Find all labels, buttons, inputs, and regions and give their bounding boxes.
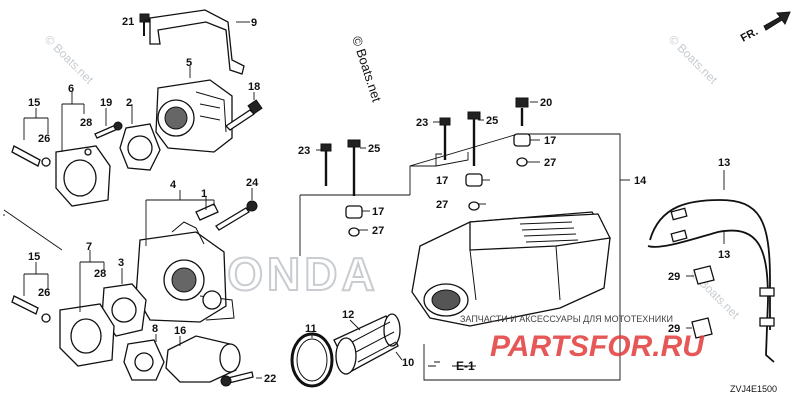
callout-26-lower: 26 bbox=[38, 287, 50, 299]
throttle-body-lower-group bbox=[3, 200, 258, 387]
collar-27c bbox=[516, 157, 528, 167]
callout-19: 19 bbox=[100, 97, 112, 109]
front-label: FR. bbox=[739, 26, 760, 45]
callout-26-upper: 26 bbox=[38, 133, 50, 145]
callout-16: 16 bbox=[174, 325, 186, 337]
boats-watermark-right: © Boats.net bbox=[666, 32, 721, 87]
callout-28-upper: 28 bbox=[80, 117, 92, 129]
bolt-24 bbox=[215, 207, 250, 231]
grommet-17b bbox=[345, 205, 363, 219]
callout-9: 9 bbox=[251, 17, 257, 29]
callout-17-right: 17 bbox=[544, 135, 556, 147]
sensor-15-lower bbox=[11, 295, 39, 315]
front-direction-indicator: FR. bbox=[739, 11, 791, 45]
callout-21: 21 bbox=[122, 16, 134, 28]
callout-18: 18 bbox=[248, 81, 260, 93]
callout-27-mid: 27 bbox=[436, 199, 448, 211]
bolt-22 bbox=[227, 371, 254, 384]
clip-29b bbox=[691, 317, 713, 339]
grommet-17c bbox=[513, 133, 531, 147]
elbow-16 bbox=[165, 335, 237, 383]
callout-10: 10 bbox=[402, 357, 414, 369]
clamp-11 bbox=[290, 332, 334, 388]
callout-7: 7 bbox=[86, 241, 92, 253]
callout-5: 5 bbox=[186, 57, 192, 69]
bolt-21-head bbox=[139, 13, 150, 23]
callout-17-mid: 17 bbox=[436, 175, 448, 187]
cable-13 bbox=[649, 199, 771, 330]
callout-8: 8 bbox=[152, 323, 158, 335]
cable-group bbox=[647, 199, 775, 363]
callout-17-left: 17 bbox=[372, 206, 384, 218]
callout-20: 20 bbox=[540, 97, 552, 109]
air-box-group bbox=[299, 97, 630, 381]
callout-labels: 21 9 5 18 15 6 19 2 26 28 4 1 24 15 7 28… bbox=[28, 16, 730, 385]
diagram-code: ZVJ4E1500 bbox=[730, 384, 777, 394]
callout-27-left: 27 bbox=[372, 225, 384, 237]
boats-watermark-main: © Boats.net bbox=[349, 34, 384, 104]
callout-11: 11 bbox=[305, 323, 317, 335]
grommet-17a bbox=[465, 173, 483, 187]
callout-13-upper: 13 bbox=[718, 157, 730, 169]
sensor-15 bbox=[11, 145, 41, 167]
bracket-9 bbox=[149, 9, 245, 75]
callout-25-right: 25 bbox=[486, 115, 498, 127]
site-watermark: PARTSFOR.RU bbox=[490, 330, 705, 363]
boats-watermark-left: © Boats.net bbox=[42, 32, 97, 87]
callout-29-upper: 29 bbox=[668, 271, 680, 283]
callout-25-left: 25 bbox=[368, 143, 380, 155]
collar-27a bbox=[468, 201, 480, 211]
callout-15-upper: 15 bbox=[28, 97, 40, 109]
callout-24: 24 bbox=[246, 177, 259, 189]
callout-22: 22 bbox=[264, 373, 276, 385]
site-tagline: ЗАПЧАСТИ И АКСЕССУАРЫ ДЛЯ МОТОТЕХНИКИ bbox=[460, 314, 673, 324]
callout-4: 4 bbox=[170, 179, 177, 191]
clip-29a bbox=[693, 265, 715, 285]
callout-13-lower: 13 bbox=[718, 249, 730, 261]
callout-27-right: 27 bbox=[544, 157, 556, 169]
callout-15-lower: 15 bbox=[28, 251, 40, 263]
leader-lines bbox=[23, 19, 725, 379]
callout-14: 14 bbox=[634, 175, 647, 187]
callout-3: 3 bbox=[118, 257, 124, 269]
collar-27b bbox=[348, 227, 360, 237]
callout-6: 6 bbox=[68, 83, 74, 95]
front-arrow-icon bbox=[763, 11, 791, 31]
callout-1: 1 bbox=[201, 188, 207, 200]
throttle-body-upper-group bbox=[11, 9, 263, 207]
callout-29-lower: 29 bbox=[668, 323, 680, 335]
part-1 bbox=[195, 203, 219, 221]
callout-23-left: 23 bbox=[298, 145, 310, 157]
callout-23-right: 23 bbox=[416, 117, 428, 129]
section-label: E-1 bbox=[456, 359, 475, 373]
callout-2: 2 bbox=[126, 97, 132, 109]
intake-tube-group bbox=[290, 313, 401, 388]
callout-28-lower: 28 bbox=[94, 268, 106, 280]
callout-12: 12 bbox=[342, 309, 354, 321]
